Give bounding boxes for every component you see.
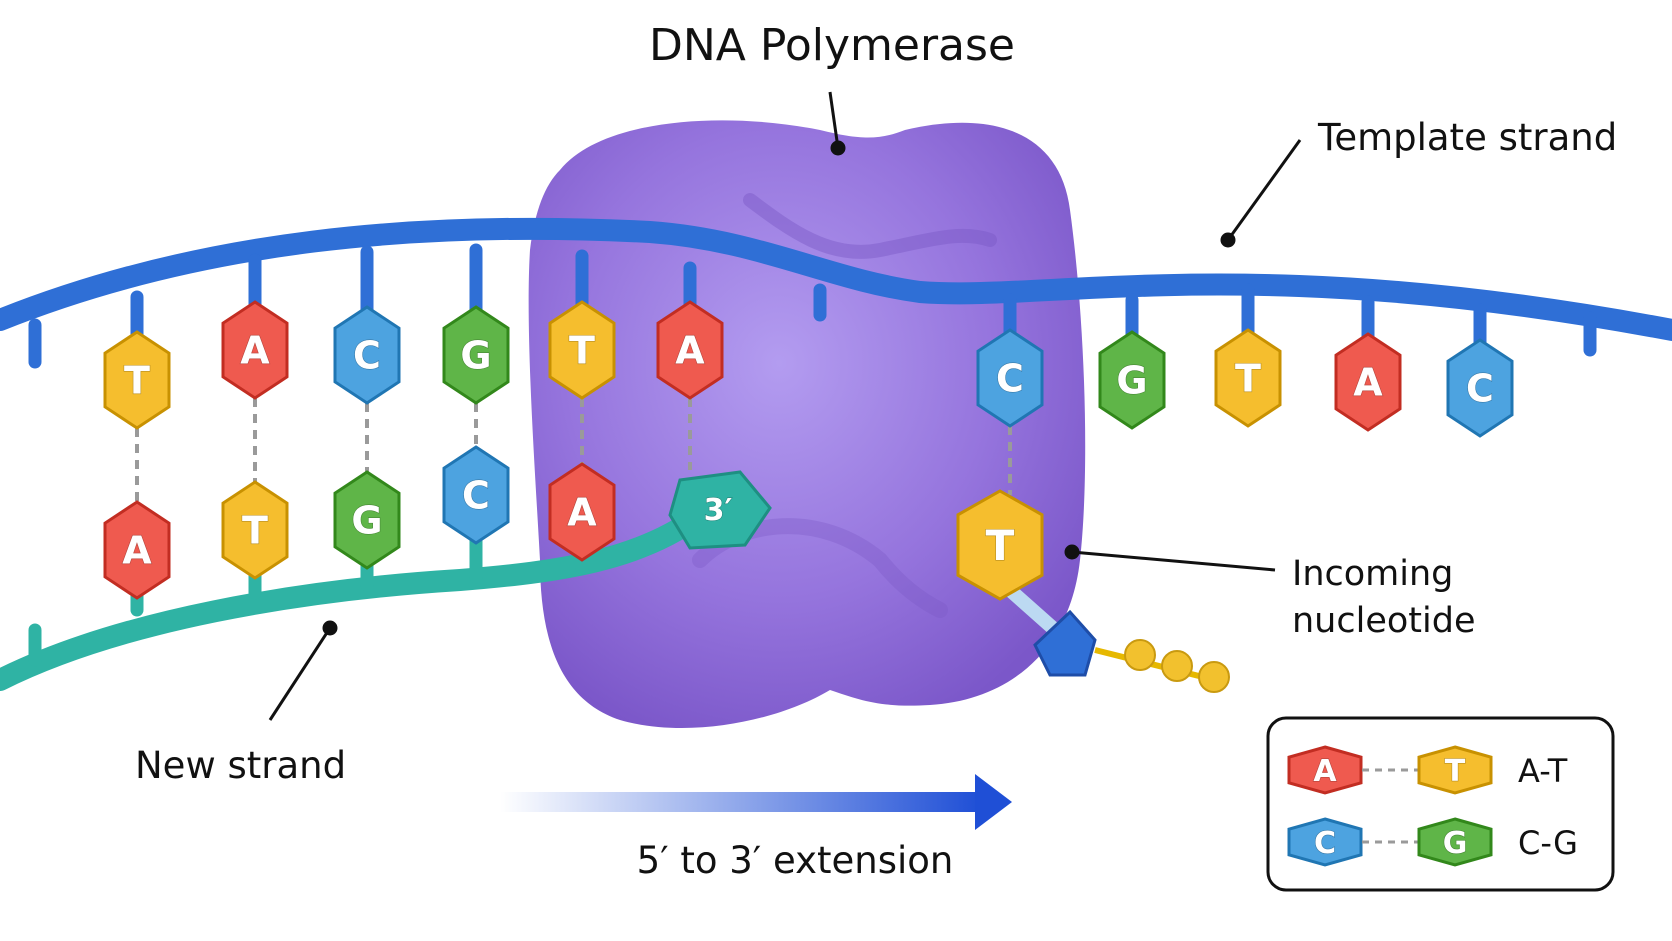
- new-base-2: G: [333, 470, 401, 570]
- template-base-6-letter: C: [996, 357, 1024, 401]
- new-strand-backbone: [0, 504, 711, 691]
- new-strand-label: New strand: [135, 744, 346, 787]
- base-pair-legend: A T A-T C G C-G: [1266, 716, 1615, 892]
- new-strand-bases: A T G C A: [103, 445, 616, 600]
- title-label: DNA Polymerase: [649, 20, 1015, 71]
- incoming-base-letter: T: [986, 521, 1015, 570]
- legend-right-1: G: [1417, 817, 1493, 867]
- incoming-label-line1: Incoming: [1292, 554, 1453, 594]
- template-base-4: T: [548, 300, 616, 400]
- template-base-6: C: [976, 328, 1044, 428]
- three-prime-label: 3′: [704, 493, 733, 528]
- three-prime-end: 3′: [668, 470, 772, 550]
- template-strand-label: Template strand: [1317, 116, 1617, 159]
- phosphate-2: [1161, 650, 1193, 682]
- legend-left-0-letter: A: [1313, 754, 1337, 789]
- template-base-8: T: [1214, 328, 1282, 428]
- template-base-7: G: [1098, 330, 1166, 430]
- new-base-2-letter: G: [351, 499, 382, 543]
- template-base-9: A: [1334, 332, 1402, 432]
- incoming-label-line2: nucleotide: [1292, 601, 1475, 641]
- direction-label: 5′ to 3′ extension: [637, 839, 954, 882]
- legend-label-1: C-G: [1518, 824, 1578, 862]
- template-base-10-letter: C: [1466, 367, 1494, 411]
- template-base-5-letter: A: [675, 329, 705, 373]
- new-base-1: T: [221, 480, 289, 580]
- legend-left-1: C: [1287, 817, 1363, 867]
- template-base-2: C: [333, 305, 401, 405]
- template-base-1: A: [221, 300, 289, 400]
- template-base-10: C: [1446, 338, 1514, 438]
- new-base-4-letter: A: [567, 491, 597, 535]
- phosphate-3: [1198, 661, 1230, 693]
- direction-arrow: [500, 774, 1012, 830]
- new-base-0-letter: A: [122, 529, 152, 573]
- legend-right-1-letter: G: [1443, 826, 1468, 861]
- hydrogen-bonds: [135, 398, 1012, 502]
- legend-right-0: T: [1417, 745, 1493, 795]
- template-base-0: T: [103, 330, 171, 430]
- template-base-7-letter: G: [1116, 359, 1147, 403]
- template-base-2-letter: C: [353, 334, 381, 378]
- template-base-3: G: [442, 305, 510, 405]
- new-base-3: C: [442, 445, 510, 545]
- template-base-9-letter: A: [1353, 361, 1383, 405]
- incoming-base: T: [956, 489, 1044, 601]
- template-base-8-letter: T: [1235, 357, 1261, 401]
- new-base-0: A: [103, 500, 171, 600]
- leader-lines: [268, 91, 1302, 721]
- template-base-3-letter: G: [460, 334, 491, 378]
- legend-left-1-letter: C: [1314, 826, 1336, 861]
- template-base-4-letter: T: [569, 329, 595, 373]
- new-base-4: A: [548, 462, 616, 562]
- template-base-5: A: [656, 300, 724, 400]
- template-base-1-letter: A: [240, 329, 270, 373]
- polymerase-enzyme: [528, 120, 1086, 729]
- phosphate-1: [1124, 639, 1156, 671]
- new-base-1-letter: T: [242, 509, 268, 553]
- legend-label-0: A-T: [1518, 752, 1568, 790]
- incoming-nucleotide: T: [956, 489, 1230, 693]
- new-base-3-letter: C: [462, 474, 490, 518]
- sugar-pentagon: [1033, 609, 1097, 677]
- legend-right-0-letter: T: [1445, 754, 1466, 789]
- legend-left-0: A: [1287, 745, 1363, 795]
- template-base-0-letter: T: [124, 359, 150, 403]
